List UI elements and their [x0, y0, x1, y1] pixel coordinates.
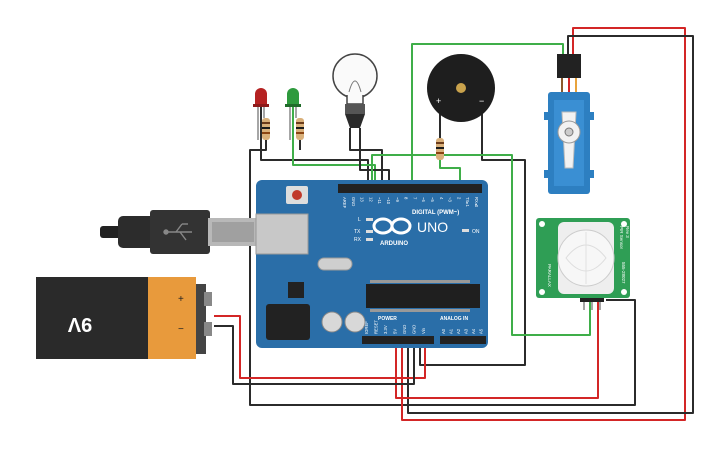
digital-pin-label-2: 13 [360, 197, 365, 202]
power-pin-label-1: RESET [374, 320, 379, 334]
battery-plus: + [178, 294, 184, 305]
analog-pin-label-3: A3 [464, 328, 469, 334]
red-led-resistor [262, 118, 270, 140]
led-tx [366, 230, 373, 233]
wire-buzzer-gnd [419, 110, 526, 366]
on-led [462, 229, 469, 232]
red-led[interactable] [253, 88, 269, 140]
digital-pin-label-3: 12 [368, 197, 373, 202]
wire-buzzer-resistor-to-d5 [439, 158, 461, 190]
wire-green-led-to-d12 [292, 104, 376, 190]
arduino-logo-icon [372, 217, 412, 235]
digital-pin-label-13: 2 [456, 197, 461, 200]
servo-motor[interactable] [544, 54, 594, 194]
board-model: UNO [417, 219, 448, 235]
pir-label-2: Rev 3 [625, 226, 630, 238]
wire-battery-plus [214, 315, 426, 379]
capacitor-2 [344, 311, 366, 333]
crystal [317, 257, 353, 271]
digital-pin-label-8: 7 [412, 197, 417, 200]
voltage-regulator [288, 282, 304, 298]
green-led-resistor [296, 118, 304, 140]
power-jack [266, 304, 310, 340]
wire-servo-power [401, 27, 686, 421]
digital-pin-label-15: RX◂0 [474, 197, 479, 208]
wire-battery-minus [214, 325, 415, 385]
pir-label-1: PIR Sensor [619, 226, 624, 250]
wires [214, 27, 694, 421]
buzzer[interactable]: + − [427, 54, 495, 122]
power-pin-label-4: GND [402, 325, 407, 334]
chip-pins [370, 280, 470, 312]
buzzer-minus: − [479, 96, 484, 106]
power-pin-label-3: 5V [393, 329, 398, 334]
green-led[interactable] [285, 88, 301, 140]
analog-pin-label-5: A5 [479, 328, 484, 334]
wire-servo-signal [411, 43, 564, 190]
digital-pin-label-12: ~3 [448, 197, 453, 202]
pir-label-3: 555-28027 [621, 262, 626, 284]
power-pin-label-5: GND [412, 325, 417, 334]
digital-pin-label-10: ~5 [430, 197, 435, 202]
wire-servo-gnd [407, 35, 694, 414]
led-tx-label: TX [354, 229, 361, 235]
digital-pin-label-11: 4 [439, 197, 444, 200]
light-bulb-icon[interactable] [332, 53, 378, 128]
pir-label-4: PARALLAX [547, 264, 552, 287]
led-l-label: L [358, 217, 361, 223]
power-label: POWER [378, 316, 397, 322]
power-header [362, 336, 434, 344]
atmega-chip [366, 284, 480, 308]
led-rx-label: RX [354, 237, 362, 243]
analog-header [440, 336, 486, 344]
battery-label: 9V [67, 313, 92, 335]
usb-cable [100, 210, 258, 254]
digital-pin-label-1: GND [351, 197, 356, 206]
wire-red-led-to-d13 [260, 104, 369, 190]
digital-pin-label-6: ~9 [395, 197, 400, 202]
usb-symbol-icon [163, 223, 192, 241]
pir-sensor[interactable]: PIR Sensor Rev 3 555-28027 PARALLAX [536, 218, 630, 310]
digital-pin-label-9: ~6 [421, 197, 426, 202]
wire-servo-signal-2 [371, 154, 591, 336]
battery-9v[interactable]: 9V + − [36, 277, 212, 359]
led-rx [366, 238, 373, 241]
led-l [366, 218, 373, 221]
arduino-logo-text: ARDUINO [380, 241, 408, 247]
power-pin-row: IOREF RESET 3.3V 5V GND GND Vin [364, 320, 426, 334]
digital-header [338, 184, 482, 193]
digital-pin-label-14: TX▸1 [465, 197, 470, 207]
digital-label: DIGITAL (PWM~) [412, 210, 459, 216]
buzzer-plus: + [436, 96, 441, 106]
usb-jack [255, 213, 309, 255]
analog-pin-label-0: A0 [441, 328, 446, 334]
analog-pin-label-4: A4 [471, 328, 476, 334]
analog-pin-label-1: A1 [449, 328, 454, 334]
analog-label: ANALOG IN [440, 316, 468, 322]
reset-button-cap[interactable] [292, 190, 302, 200]
digital-pin-label-5: ~10 [386, 197, 391, 205]
capacitor-1 [321, 311, 343, 333]
on-label: ON [472, 229, 480, 235]
power-pin-label-6: Vin [421, 327, 426, 334]
digital-pin-label-7: 8 [404, 197, 409, 200]
digital-pin-label-4: ~11 [377, 197, 382, 204]
analog-pin-label-2: A2 [456, 328, 461, 334]
power-pin-label-2: 3.3V [383, 325, 388, 334]
power-pin-label-0: IOREF [364, 321, 369, 334]
wire-red-led-cathode [249, 140, 636, 406]
wire-pir-power [395, 300, 599, 399]
buzzer-resistor [436, 138, 444, 160]
digital-pin-label-0: AREF [342, 197, 347, 209]
battery-minus: − [178, 324, 184, 335]
